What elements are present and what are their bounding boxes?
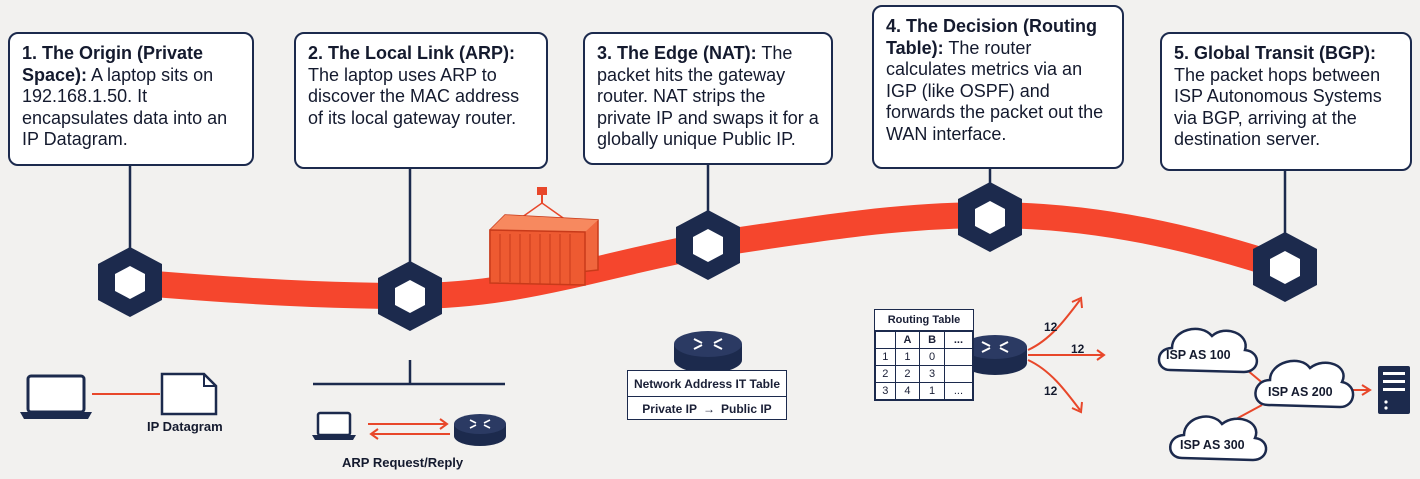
lan-bus	[313, 360, 505, 386]
arp-arrows	[368, 418, 450, 440]
table-cell: 3	[875, 382, 896, 400]
metric-label-mid: 12	[1071, 342, 1085, 356]
metric-label-top: 12	[1044, 320, 1058, 334]
step-title: 1. The Origin (Private Space):	[22, 43, 204, 85]
step-body: The packet hits the gateway router. NAT …	[597, 43, 819, 149]
table-cell: 1	[919, 382, 945, 400]
table-cell: ...	[943, 382, 974, 400]
nat-table-title: Network Address IT Table	[628, 371, 786, 397]
container-icon	[489, 187, 599, 286]
step-title: 5. Global Transit (BGP):	[1174, 43, 1377, 63]
hex-node-5	[1253, 232, 1317, 302]
table-cell	[943, 348, 974, 366]
hex-node-4	[958, 182, 1022, 252]
table-cell: A	[894, 331, 921, 349]
arp-label: ARP Request/Reply	[342, 455, 464, 470]
step-card-1: 1. The Origin (Private Space): A laptop …	[8, 32, 254, 166]
table-cell	[943, 365, 974, 383]
table-row: 2 2 3	[875, 365, 974, 383]
isp-as200-label: ISP AS 200	[1268, 385, 1333, 399]
routing-table-grid: A B ... 1 1 0 2 2 3 3 4 1 ...	[875, 331, 974, 400]
table-cell: B	[919, 331, 945, 349]
step-card-4: 4. The Decision (Routing Table): The rou…	[872, 5, 1124, 169]
table-cell: 3	[919, 365, 945, 383]
routing-table-title: Routing Table	[875, 310, 973, 331]
router-icon-arp	[454, 414, 506, 446]
step-title: 4. The Decision (Routing Table):	[886, 16, 1098, 58]
step-body: The packet hops between ISP Autonomous S…	[1174, 64, 1382, 150]
table-cell: 2	[894, 365, 921, 383]
nat-private-label: Private IP	[642, 401, 697, 416]
table-cell: 4	[894, 382, 921, 400]
hex-node-2	[378, 261, 442, 331]
step-title: 3. The Edge (NAT):	[597, 43, 757, 63]
metric-label-bottom: 12	[1044, 384, 1058, 398]
step-body: A laptop sits on 192.168.1.50. It encaps…	[22, 64, 228, 150]
table-cell: 1	[875, 348, 896, 366]
route-arrows	[1027, 296, 1106, 414]
cloud-icon-as100	[1157, 327, 1259, 374]
step-card-5: 5. Global Transit (BGP): The packet hops…	[1160, 32, 1412, 171]
table-row: A B ...	[875, 331, 974, 349]
router-icon-nat	[674, 331, 742, 373]
table-cell	[875, 331, 896, 349]
small-laptop-icon	[312, 411, 356, 440]
server-icon	[1378, 366, 1410, 414]
table-cell: 2	[875, 365, 896, 383]
laptop-icon	[20, 374, 92, 419]
isp-as300-label: ISP AS 300	[1180, 438, 1245, 452]
routing-table: Routing Table A B ... 1 1 0 2 2 3 3 4 1 …	[874, 309, 974, 401]
table-row: 1 1 0	[875, 348, 974, 366]
table-cell: 0	[919, 348, 945, 366]
isp-as100-label: ISP AS 100	[1166, 348, 1231, 362]
table-row: 3 4 1 ...	[875, 382, 974, 400]
table-cell: ...	[943, 331, 974, 349]
hex-node-3	[676, 210, 740, 280]
nat-arrow-icon: →	[703, 401, 715, 416]
hex-node-1	[98, 247, 162, 317]
step-title: 2. The Local Link (ARP):	[308, 43, 516, 63]
nat-public-label: Public IP	[721, 401, 772, 416]
connector-lines	[128, 165, 1287, 262]
step-body: The router calculates metrics via an IGP…	[886, 37, 1104, 144]
nat-table: Network Address IT Table Private IP → Pu…	[627, 370, 787, 420]
cloud-icon-as200	[1254, 359, 1355, 409]
step-body: The laptop uses ARP to discover the MAC …	[308, 64, 520, 128]
step-card-3: 3. The Edge (NAT): The packet hits the g…	[583, 32, 833, 165]
router-icon-routing	[963, 335, 1027, 375]
cloud-icon-as300	[1169, 415, 1268, 462]
document-icon	[160, 372, 218, 416]
table-cell: 1	[894, 348, 921, 366]
ip-datagram-label: IP Datagram	[147, 419, 223, 434]
step-card-2: 2. The Local Link (ARP): The laptop uses…	[294, 32, 548, 169]
